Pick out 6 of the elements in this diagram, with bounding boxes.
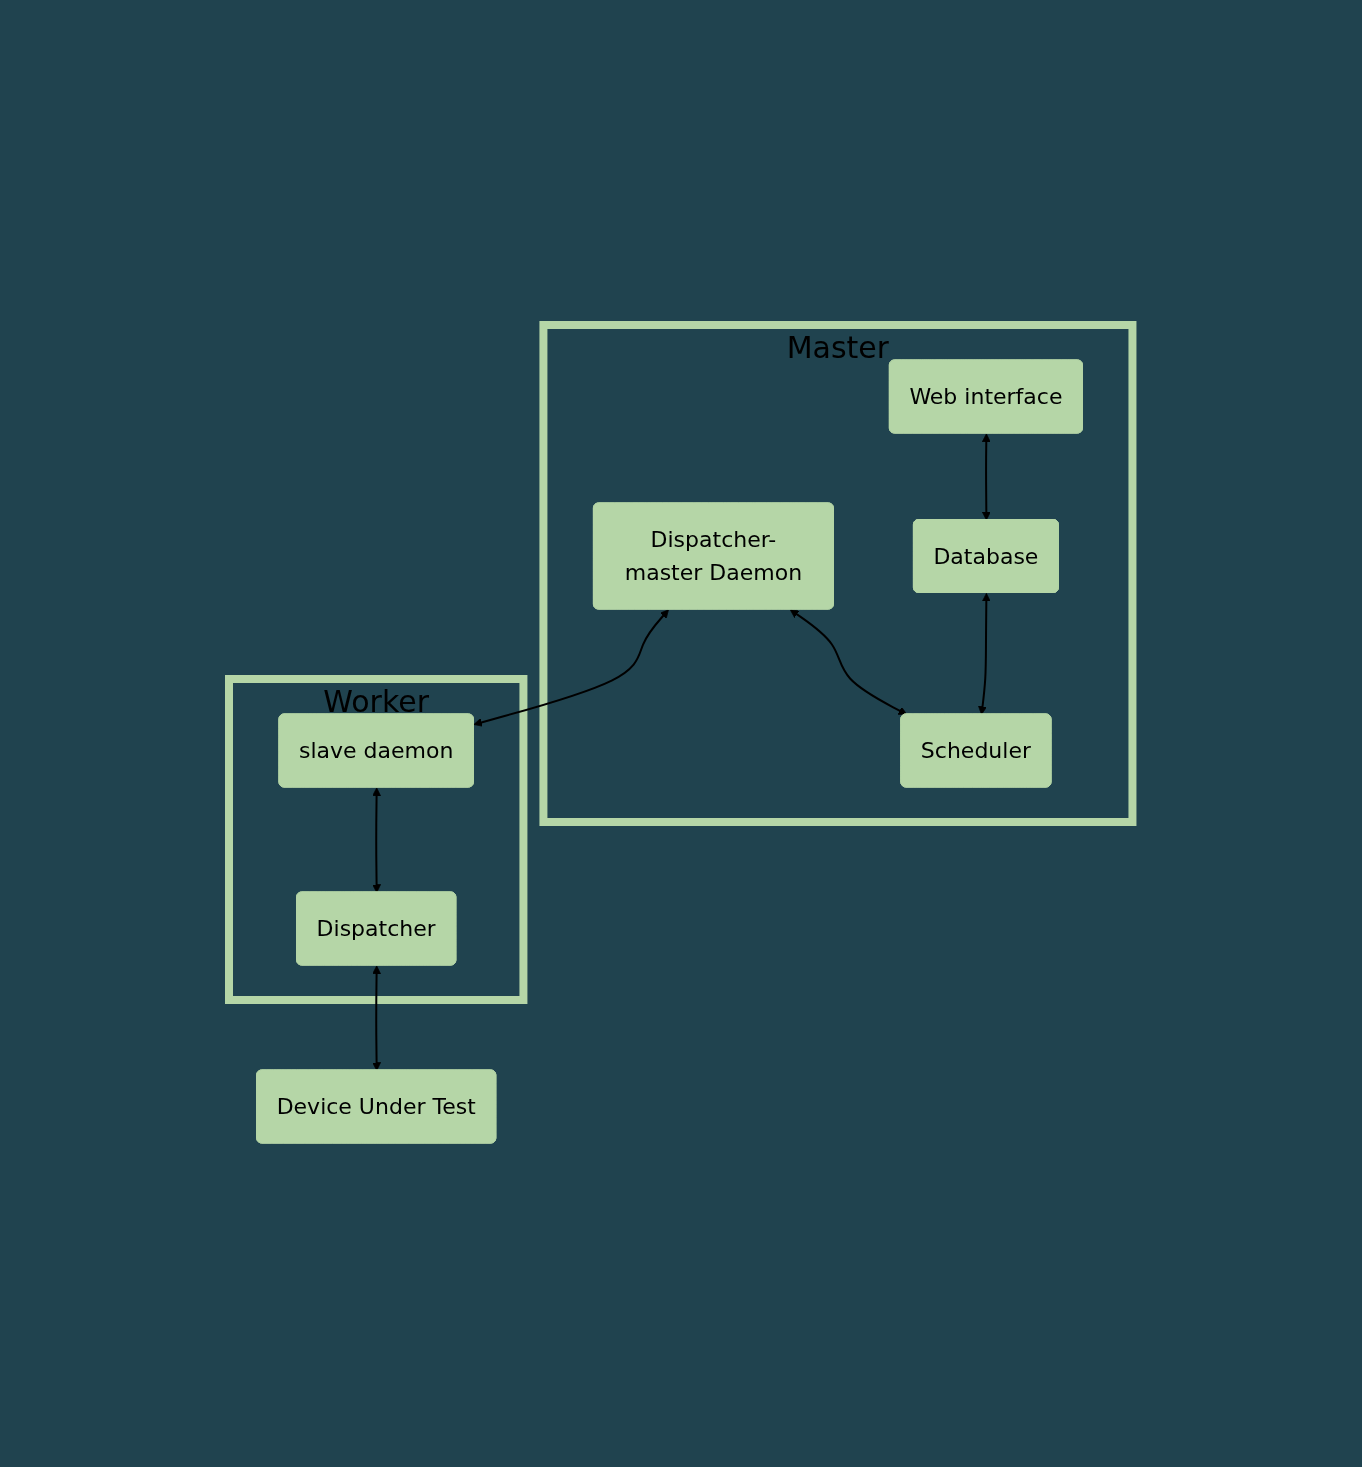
arrow xyxy=(978,592,991,715)
arrow xyxy=(790,608,908,715)
arrow xyxy=(473,608,670,727)
arrow xyxy=(982,433,991,520)
arrow xyxy=(372,965,382,1071)
arrow xyxy=(372,787,382,893)
